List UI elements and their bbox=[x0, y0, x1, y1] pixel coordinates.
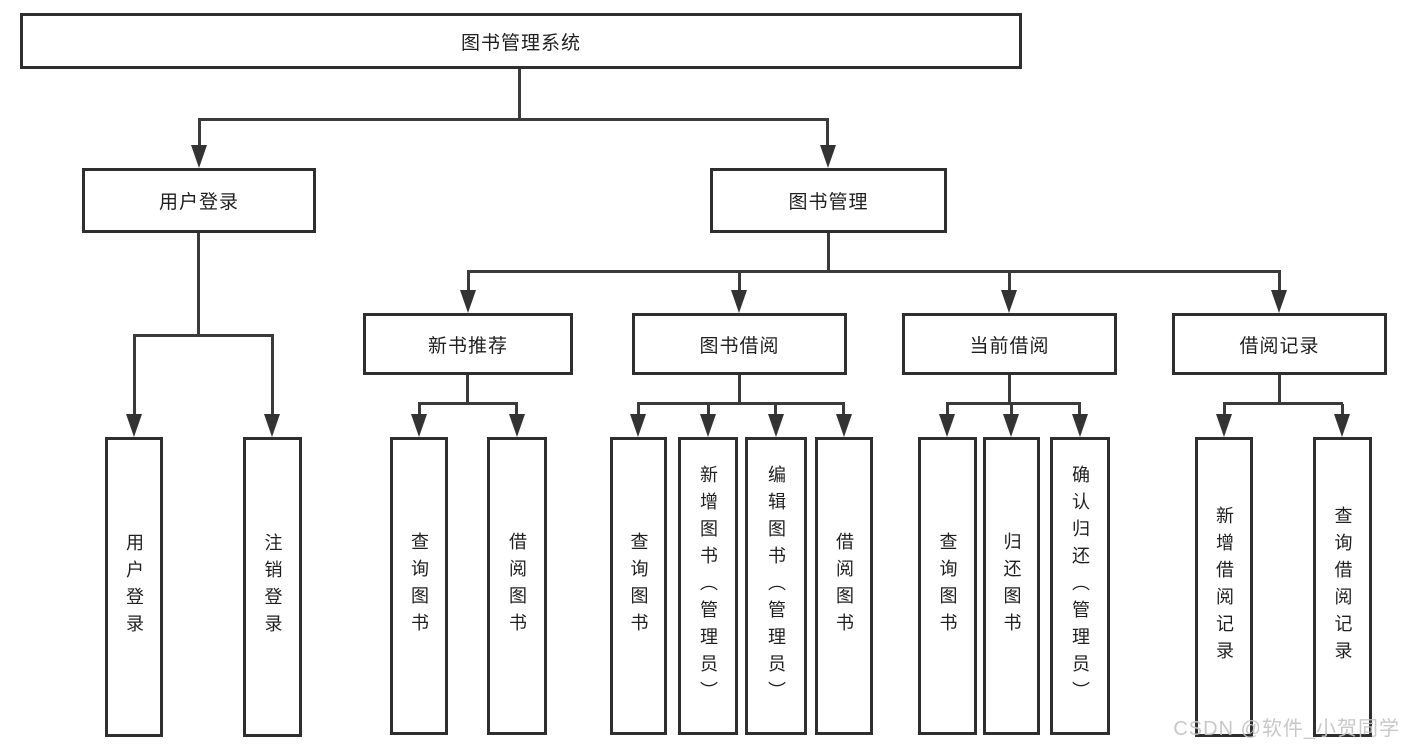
connector-line bbox=[637, 404, 640, 416]
node-label: 新书推荐 bbox=[427, 335, 508, 357]
node-leaf-add-borrow-record: 新增借阅记录 bbox=[1195, 437, 1253, 737]
connector-line bbox=[1010, 404, 1013, 416]
arrow-down-icon bbox=[460, 290, 476, 313]
node-label: 查询图书 bbox=[937, 532, 958, 640]
node-label: 新增借阅记录 bbox=[1214, 506, 1234, 668]
connector-line bbox=[467, 270, 1281, 273]
node-leaf-query-book-current: 查询图书 bbox=[918, 437, 977, 735]
node-label: 图书借阅 bbox=[699, 335, 780, 357]
node-label: 新增图书（管理员） bbox=[698, 464, 718, 708]
connector-line bbox=[946, 404, 949, 416]
connector-line bbox=[133, 334, 274, 337]
node-leaf-borrow-book: 借阅图书 bbox=[815, 437, 873, 735]
connector-line bbox=[197, 233, 200, 336]
arrow-down-icon bbox=[1271, 290, 1287, 313]
arrow-down-icon bbox=[820, 145, 836, 168]
node-book-borrowing: 图书借阅 bbox=[632, 313, 847, 375]
connector-line bbox=[133, 336, 136, 416]
connector-line bbox=[637, 402, 845, 405]
node-borrowing-records: 借阅记录 bbox=[1172, 313, 1387, 375]
arrow-down-icon bbox=[1003, 414, 1019, 437]
connector-line bbox=[1223, 402, 1343, 405]
connector-line bbox=[198, 120, 201, 147]
arrow-down-icon bbox=[411, 414, 427, 437]
arrow-down-icon bbox=[768, 414, 784, 437]
node-label: 查询图书 bbox=[409, 532, 429, 640]
connector-line bbox=[467, 272, 470, 290]
connector-line bbox=[418, 402, 518, 405]
arrow-down-icon bbox=[939, 414, 955, 437]
arrow-down-icon bbox=[264, 414, 280, 437]
connector-line bbox=[1278, 272, 1281, 290]
arrow-down-icon bbox=[1001, 290, 1017, 313]
node-label: 图书管理 bbox=[788, 192, 869, 213]
node-label: 确认归还（管理员） bbox=[1070, 464, 1090, 708]
connector-line bbox=[738, 375, 741, 405]
connector-line bbox=[774, 404, 777, 416]
connector-line bbox=[198, 118, 829, 121]
csdn-watermark: CSDN @软件_小贺同学 bbox=[1173, 718, 1400, 740]
connector-line bbox=[1278, 375, 1281, 405]
node-label: 图书管理系统 bbox=[460, 32, 581, 54]
node-library-management-system: 图书管理系统 bbox=[20, 13, 1022, 69]
node-label: 借阅记录 bbox=[1239, 335, 1320, 357]
node-leaf-query-borrow-record: 查询借阅记录 bbox=[1313, 437, 1372, 737]
node-label: 用户登录 bbox=[124, 533, 144, 641]
node-book-management-branch: 图书管理 bbox=[710, 168, 947, 233]
node-leaf-query-book-borrowing: 查询图书 bbox=[610, 437, 667, 735]
node-leaf-logout: 注销登录 bbox=[243, 437, 302, 737]
arrow-down-icon bbox=[126, 414, 142, 437]
node-label: 借阅图书 bbox=[834, 532, 854, 640]
node-label: 用户登录 bbox=[158, 192, 239, 213]
arrow-down-icon bbox=[1334, 414, 1350, 437]
node-leaf-user-login: 用户登录 bbox=[105, 437, 163, 737]
arrow-down-icon bbox=[630, 414, 646, 437]
node-leaf-add-book-admin: 新增图书（管理员） bbox=[678, 437, 738, 735]
arrow-down-icon bbox=[700, 414, 716, 437]
connector-line bbox=[738, 272, 741, 290]
connector-line bbox=[515, 404, 518, 416]
node-leaf-confirm-return-admin: 确认归还（管理员） bbox=[1050, 437, 1110, 735]
node-label: 当前借阅 bbox=[969, 335, 1050, 357]
node-label: 借阅图书 bbox=[507, 532, 527, 640]
node-label: 查询图书 bbox=[628, 532, 649, 640]
arrow-down-icon bbox=[191, 145, 207, 168]
arrow-down-icon bbox=[836, 414, 852, 437]
node-leaf-query-book-recommend: 查询图书 bbox=[390, 437, 448, 735]
node-new-book-recommendation: 新书推荐 bbox=[363, 313, 573, 375]
connector-line bbox=[518, 68, 521, 120]
connector-line bbox=[466, 375, 469, 405]
arrow-down-icon bbox=[1216, 414, 1232, 437]
connector-line bbox=[1008, 272, 1011, 290]
node-user-login-branch: 用户登录 bbox=[82, 168, 316, 233]
node-leaf-borrow-book-recommend: 借阅图书 bbox=[487, 437, 547, 735]
connector-line bbox=[1078, 404, 1081, 416]
connector-line bbox=[1008, 375, 1011, 405]
connector-line bbox=[842, 404, 845, 416]
arrow-down-icon bbox=[731, 290, 747, 313]
connector-line bbox=[418, 404, 421, 416]
node-label: 查询借阅记录 bbox=[1332, 506, 1353, 668]
connector-line bbox=[827, 233, 830, 273]
node-leaf-edit-book-admin: 编辑图书（管理员） bbox=[745, 437, 807, 735]
connector-line bbox=[1223, 404, 1226, 416]
node-label: 编辑图书（管理员） bbox=[766, 464, 786, 708]
connector-line bbox=[1341, 404, 1344, 416]
connector-line bbox=[271, 336, 274, 416]
connector-line bbox=[707, 404, 710, 416]
connector-line bbox=[826, 120, 829, 147]
arrow-down-icon bbox=[509, 414, 525, 437]
arrow-down-icon bbox=[1072, 414, 1088, 437]
node-leaf-return-book: 归还图书 bbox=[983, 437, 1040, 735]
node-label: 归还图书 bbox=[1001, 532, 1022, 640]
node-label: 注销登录 bbox=[262, 533, 283, 641]
node-current-borrowing: 当前借阅 bbox=[902, 313, 1117, 375]
connector-line bbox=[946, 402, 1081, 405]
